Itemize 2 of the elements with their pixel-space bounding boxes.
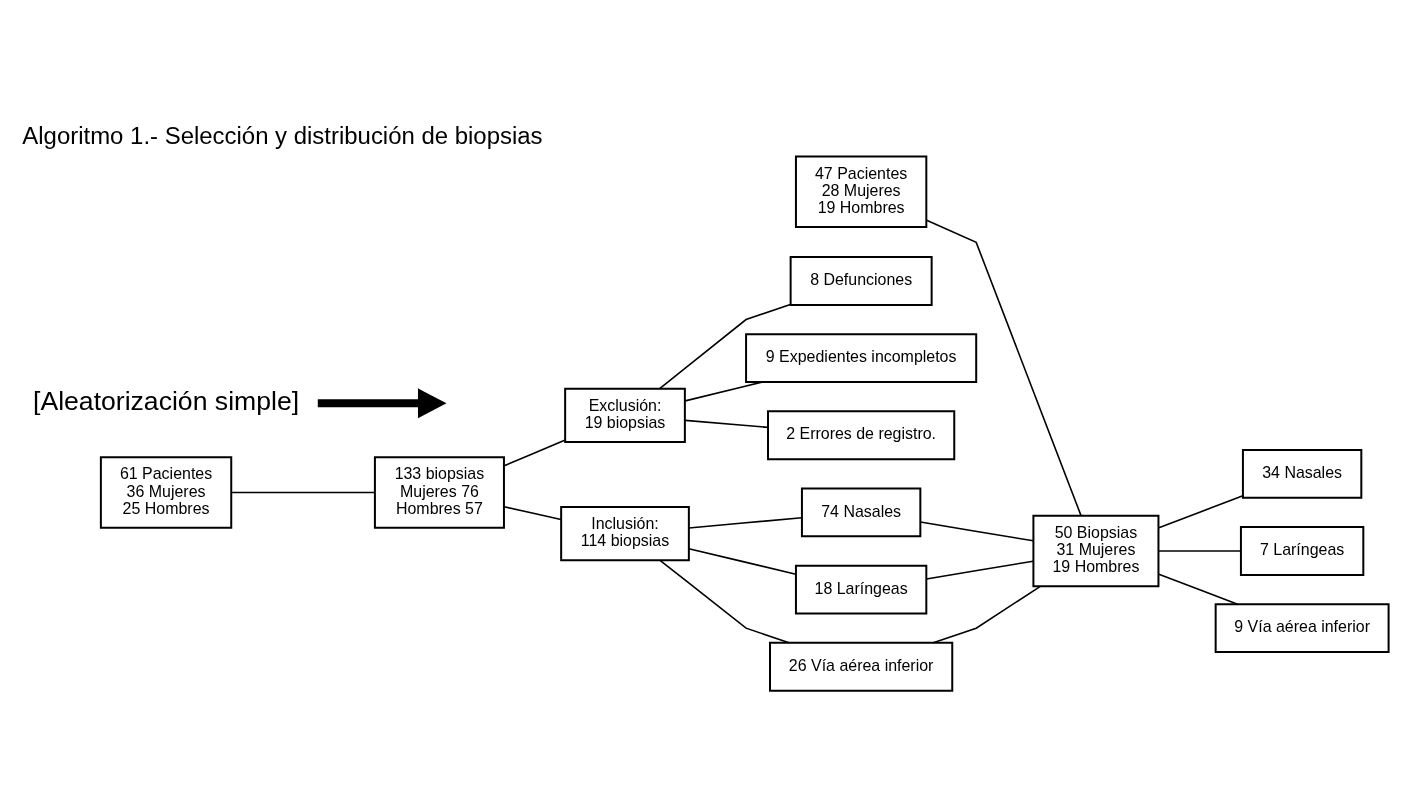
label: [Aleatorización simple] <box>33 385 300 416</box>
diagram-title: Algoritmo 1.- Selección y distribución de biopsias <box>22 121 543 149</box>
